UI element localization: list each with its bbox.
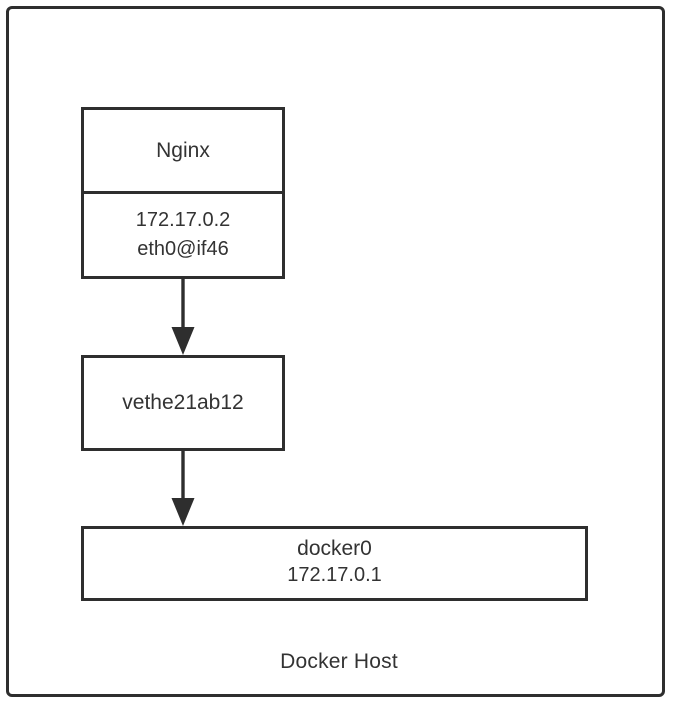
node-bridge-ip: 172.17.0.1	[287, 564, 382, 586]
node-container-ip: 172.17.0.2	[135, 209, 231, 231]
node-container-interface: eth0@if46	[137, 238, 229, 260]
node-bridge-docker0[interactable]: docker0 172.17.0.1	[81, 526, 588, 601]
node-container-details: 172.17.0.2 eth0@if46	[84, 194, 282, 276]
node-container-nginx[interactable]: Nginx 172.17.0.2 eth0@if46	[81, 107, 285, 279]
node-container-name: Nginx	[156, 138, 210, 162]
node-veth-name: vethe21ab12	[122, 391, 244, 414]
node-veth[interactable]: vethe21ab12	[81, 355, 285, 451]
node-bridge-name: docker0	[297, 537, 372, 560]
node-container-header: Nginx	[84, 110, 282, 194]
docker-host-label: Docker Host	[280, 650, 398, 673]
